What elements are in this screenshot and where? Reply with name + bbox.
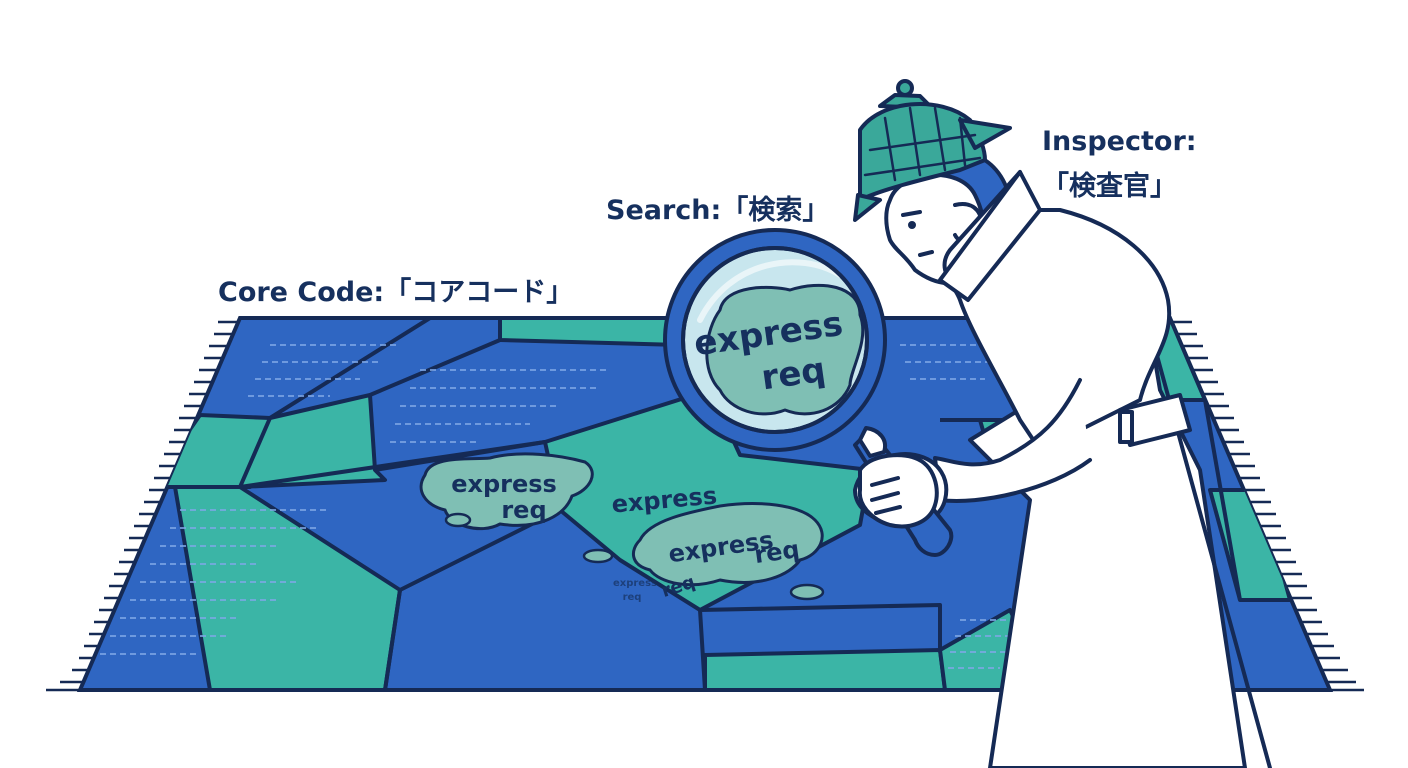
stain-text-req: req (501, 496, 546, 524)
core-code-label: Core Code:「コアコード」 (218, 277, 574, 308)
stain-text-express: express (451, 470, 557, 498)
inspector-figure (853, 151, 1272, 768)
detective-hat-icon (853, 79, 1012, 222)
faded-text: express req (613, 578, 657, 603)
inspector-hand (857, 453, 939, 529)
stain-text-req-2: req (753, 535, 802, 569)
express-stain-2: express req (582, 502, 825, 601)
code-lines (100, 344, 1015, 669)
magnifying-glass-icon: express req (663, 228, 954, 557)
express-stain-1: express req (419, 452, 594, 531)
inspector-label-japanese: 「検査官」 (1042, 171, 1177, 202)
inspector-label: Inspector: (1042, 126, 1197, 157)
svg-text:express: express (613, 578, 657, 589)
svg-text:req: req (623, 592, 642, 603)
lens-text-req: req (759, 350, 828, 399)
search-label: Search:「検索」 (606, 195, 830, 226)
